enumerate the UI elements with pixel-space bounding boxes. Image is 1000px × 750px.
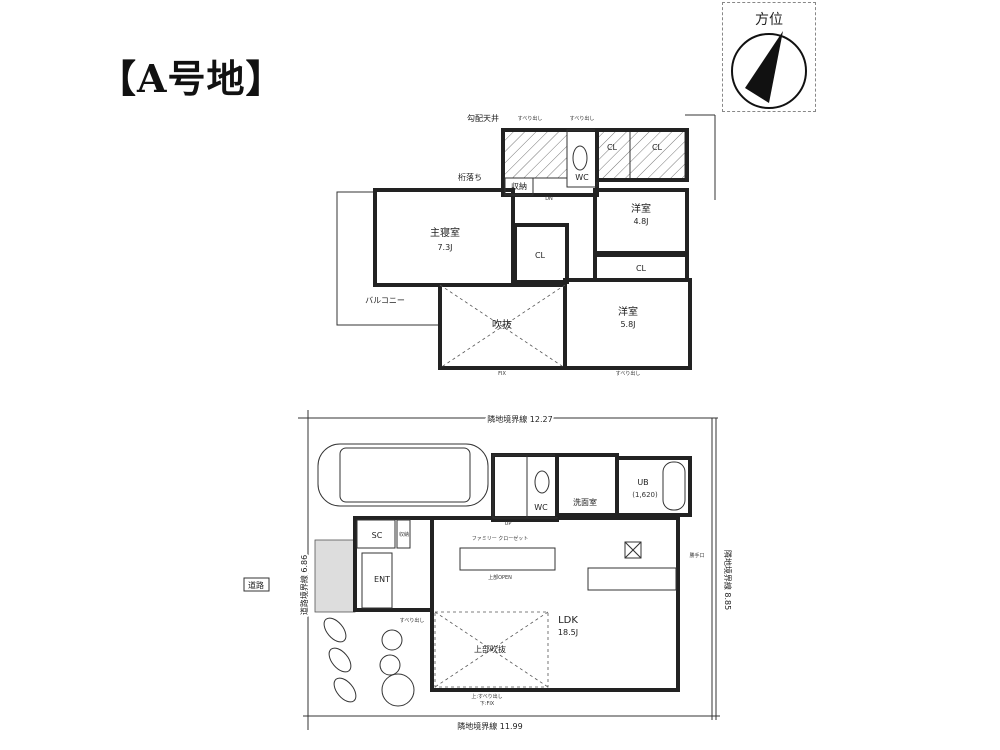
western-room-1-size: 4.8J (633, 217, 648, 226)
car-icon (317, 443, 489, 507)
range-hood-icon (624, 541, 642, 559)
entrance-area (353, 516, 434, 612)
wc-lower-label: WC (534, 503, 548, 512)
storage-lower-label: 収納 (399, 531, 409, 538)
upper-atrium-label: 上部吹抜 (474, 644, 506, 654)
closet-master (513, 223, 569, 284)
boundary-right-label: 隣地境界線 8.85 (723, 550, 733, 610)
back-door-label: 勝手口 (689, 552, 704, 559)
compass-label: 方位 (755, 12, 783, 28)
boundary-bottom-label: 隣地境界線 11.99 (457, 721, 522, 731)
closet-top (596, 129, 686, 181)
storage-upper (504, 177, 534, 196)
family-closet-label: ファミリー クローゼット (472, 535, 529, 542)
storage-lower (396, 519, 411, 549)
washroom-label: 洗面室 (573, 497, 597, 507)
road-label: 道路 (248, 580, 264, 590)
shoe-closet (356, 519, 396, 549)
balcony-outline (336, 191, 441, 326)
western-room-2-size: 5.8J (620, 320, 635, 329)
entrance-label: ENT (374, 575, 390, 584)
window-label: すべり出し (616, 370, 641, 377)
compass-arrow-icon (731, 31, 807, 109)
toilet-icon (534, 470, 550, 494)
upper-floor: 主寝室 7.3J 洋室 4.8J 洋室 5.8J 吹抜 CL CL CL CL … (336, 113, 716, 377)
entrance-tile (361, 552, 393, 609)
closet-top1-label: CL (607, 143, 618, 152)
beam-drop-note: 桁落ち (458, 172, 482, 182)
bathtub-icon (662, 461, 686, 511)
approach-paving (314, 539, 356, 613)
toilet-icon (572, 145, 588, 171)
closet-top2-label: CL (652, 143, 663, 152)
kitchen-counter (587, 567, 677, 591)
bath-size: (1,620) (632, 491, 658, 499)
bath-name: UB (637, 478, 648, 487)
boundary-left-label: 道路境界線 6.86 (299, 555, 309, 615)
shoe-closet-label: SC (372, 531, 383, 540)
master-bedroom-name: 主寝室 (430, 226, 460, 239)
master-bedroom-size: 7.3J (437, 243, 452, 252)
stair-lower (492, 454, 528, 519)
plants-icon (323, 617, 415, 707)
sloped-ceiling-note: 勾配天井 (467, 113, 499, 123)
window-label: FIX (498, 371, 506, 377)
balcony-label: バルコニー (365, 296, 405, 305)
lower-floor: 隣地境界線 12.27 隣地境界線 11.99 道路境界線 6.86 隣地境界線… (243, 410, 733, 731)
upper-open-label: 上部OPEN (488, 574, 512, 581)
stair-upper (502, 129, 568, 179)
family-closet (459, 547, 556, 571)
closet-room1-label: CL (636, 264, 647, 273)
down-note: DN (545, 196, 553, 202)
atrium (438, 283, 567, 370)
window-label: すべり出し (400, 617, 425, 624)
window-label: すべり出し (518, 115, 543, 122)
compass: 方位 (722, 2, 816, 112)
western-room-2-name: 洋室 (618, 305, 638, 318)
western-room-1-name: 洋室 (631, 202, 651, 215)
atrium-label: 吹抜 (492, 318, 512, 331)
window-label: 上:すべり出し (471, 693, 502, 700)
bath (615, 456, 692, 517)
closet-master-label: CL (535, 251, 546, 260)
storage-upper-label: 収納 (511, 181, 527, 191)
page-title: 【A号地】 (98, 56, 285, 101)
window-label: すべり出し (570, 115, 595, 122)
wc-upper-label: WC (575, 173, 589, 182)
window-label: 下:FIX (480, 701, 495, 707)
up-note: UP (505, 521, 512, 527)
ldk-name: LDK (558, 615, 578, 626)
ldk-size: 18.5J (558, 628, 578, 637)
road-box (243, 577, 270, 592)
boundary-top-label: 隣地境界線 12.27 (487, 414, 552, 424)
